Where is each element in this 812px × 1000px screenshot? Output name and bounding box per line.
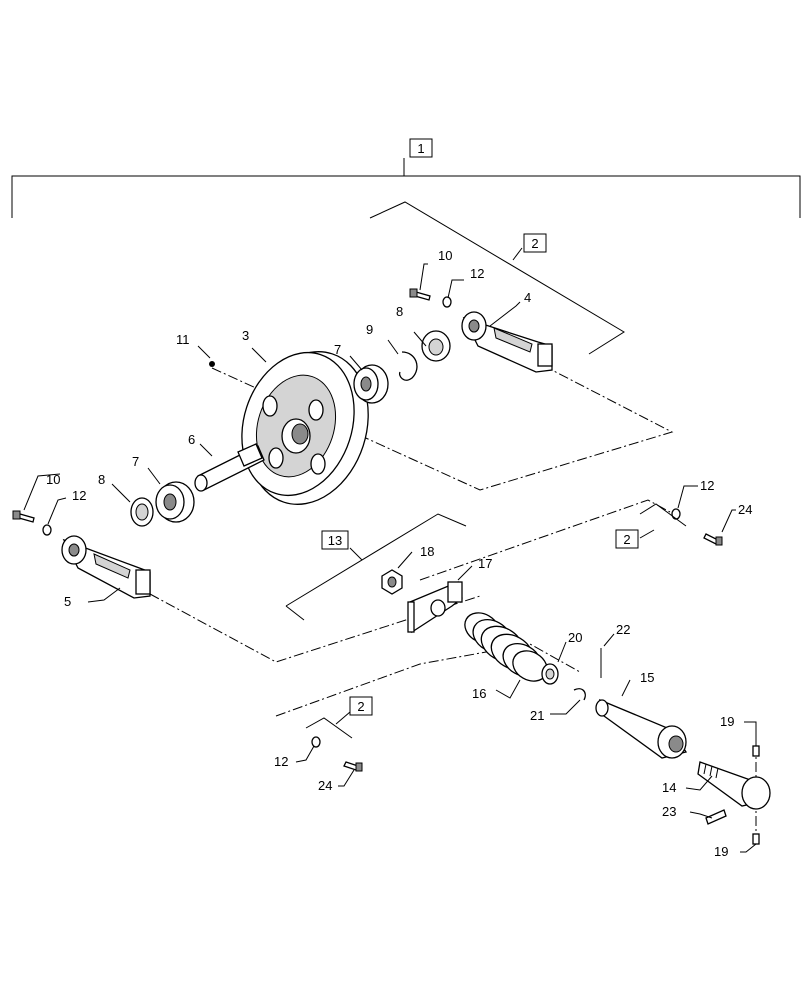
idler-arm-right	[461, 311, 553, 373]
callout-18[interactable]: 18	[420, 544, 434, 559]
callout-7-upper[interactable]: 7	[334, 342, 341, 357]
washer-12-lower	[42, 524, 52, 536]
callout-box-1[interactable]	[409, 138, 433, 158]
callout-17[interactable]: 17	[478, 556, 492, 571]
callout-19-upper[interactable]: 19	[720, 714, 734, 729]
callout-21[interactable]: 21	[530, 708, 544, 723]
callout-20[interactable]: 20	[568, 630, 582, 645]
callout-12-right[interactable]: 12	[700, 478, 714, 493]
idler-arm-left	[61, 535, 151, 599]
callout-box-2a[interactable]	[523, 233, 547, 253]
group-bracket-2-upper: 2	[369, 201, 625, 355]
callout-4[interactable]: 4	[524, 290, 531, 305]
pin-19-lower	[752, 833, 760, 845]
callout-3[interactable]: 3	[242, 328, 249, 343]
callout-box-2b[interactable]	[615, 529, 639, 549]
bearing-left	[155, 481, 195, 523]
group-bracket-2-lower: 2	[305, 696, 373, 739]
callout-12-lower-right[interactable]: 12	[274, 754, 288, 769]
washer-12-right	[671, 508, 681, 520]
shaft	[194, 443, 265, 492]
bolt-10-lower	[12, 510, 35, 523]
callout-23[interactable]: 23	[662, 804, 676, 819]
callout-16[interactable]: 16	[472, 686, 486, 701]
callout-13: 13	[328, 533, 342, 548]
callout-22[interactable]: 22	[616, 622, 630, 637]
cylinder-rod-15	[595, 698, 688, 759]
callout-7-lower[interactable]: 7	[132, 454, 139, 469]
cylinder-14	[697, 761, 771, 810]
callout-5[interactable]: 5	[64, 594, 71, 609]
callout-8-upper[interactable]: 8	[396, 304, 403, 319]
callout-8-lower[interactable]: 8	[98, 472, 105, 487]
callout-9[interactable]: 9	[366, 322, 373, 337]
plate-17	[407, 581, 463, 634]
callout-12-lower[interactable]: 12	[72, 488, 86, 503]
plug-11	[209, 361, 215, 367]
callout-24-lower[interactable]: 24	[318, 778, 332, 793]
callout-12-upper[interactable]: 12	[470, 266, 484, 281]
nut-18	[381, 569, 403, 595]
group-bracket-2-right: 2	[615, 503, 687, 549]
callout-15[interactable]: 15	[640, 670, 654, 685]
callout-labels: 10 12 4 8 9 7 3 11 6 7 8 10 12 5 18 17 1…	[46, 248, 752, 859]
callout-11[interactable]: 11	[176, 332, 190, 347]
grease-fitting-23	[705, 809, 727, 825]
seal-left	[130, 497, 154, 527]
group-bracket-13: 13	[285, 513, 467, 621]
callout-2b: 2	[623, 532, 630, 547]
callout-2a: 2	[531, 236, 538, 251]
callout-6[interactable]: 6	[188, 432, 195, 447]
callout-14[interactable]: 14	[662, 780, 676, 795]
callout-24-right[interactable]: 24	[738, 502, 752, 517]
pin-19-upper	[752, 745, 760, 757]
callout-box-13[interactable]	[321, 530, 349, 550]
bolt-10-upper	[409, 288, 431, 301]
idler-wheel	[241, 351, 369, 505]
bearing-right	[353, 364, 389, 404]
spring-16	[464, 612, 548, 682]
callout-box-2c[interactable]	[349, 696, 373, 716]
bolt-24-lower	[343, 761, 363, 772]
seal-right	[421, 330, 451, 362]
washer-12-upper	[442, 296, 452, 308]
callout-2c: 2	[357, 699, 364, 714]
callout-10-upper[interactable]: 10	[438, 248, 452, 263]
callout-10-lower[interactable]: 10	[46, 472, 60, 487]
washer-12-lower-right	[311, 736, 321, 748]
ring-21	[573, 688, 586, 701]
assembly-bracket-1: 1	[11, 138, 801, 218]
snap-ring	[398, 351, 418, 381]
leader-lines	[23, 263, 757, 853]
washer-20	[541, 663, 559, 685]
bolt-24-right	[703, 533, 723, 546]
callout-19-lower[interactable]: 19	[714, 844, 728, 859]
callout-1: 1	[417, 141, 424, 156]
